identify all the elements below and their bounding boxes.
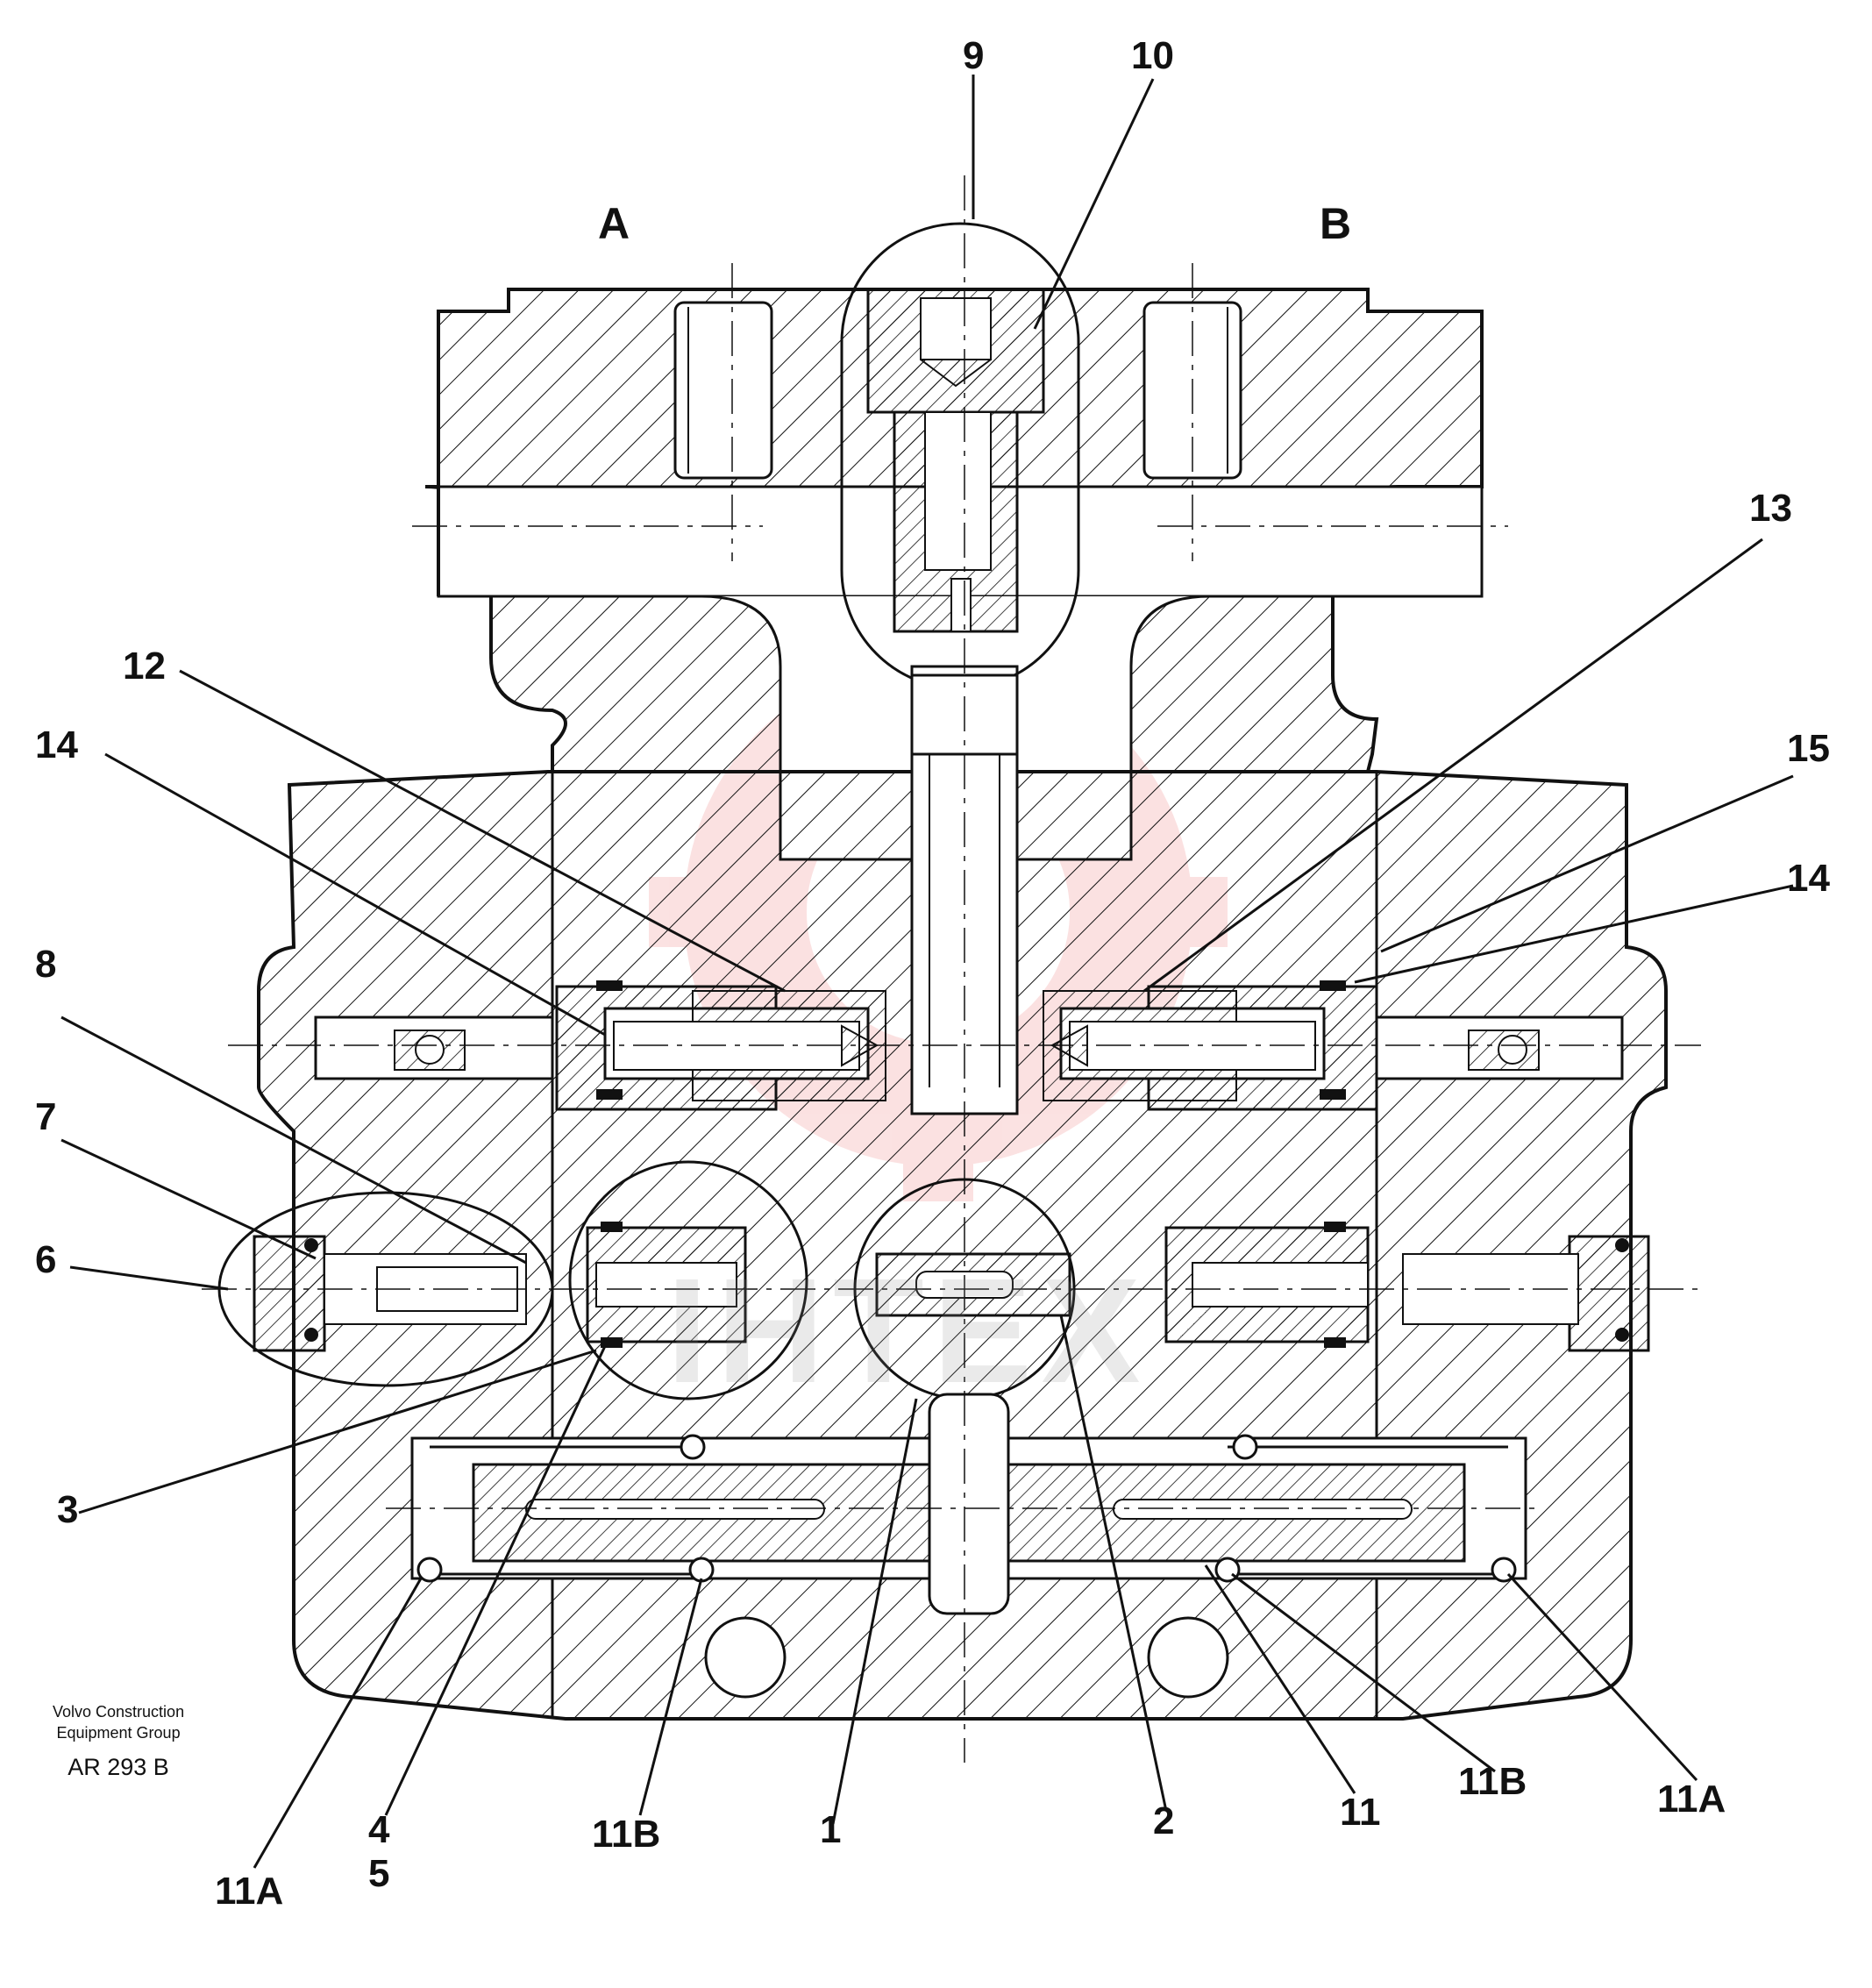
callout-9: 9 [963, 34, 985, 77]
leader-lines [61, 75, 1794, 1869]
relief-valve-row [202, 1160, 1701, 1400]
callout-11A-right: 11A [1657, 1778, 1726, 1821]
callout-4: 4 [368, 1808, 390, 1851]
callout-11: 11 [1340, 1791, 1381, 1834]
center-lines [412, 175, 1508, 1763]
upper-spool-assembly [228, 980, 1701, 1111]
callout-11B-left: 11B [592, 1813, 661, 1856]
callout-15: 15 [1787, 727, 1830, 770]
callout-12: 12 [123, 645, 166, 688]
callout-2: 2 [1153, 1799, 1175, 1842]
drawing-code: AR 293 B [68, 1754, 169, 1780]
callout-13: 13 [1749, 487, 1792, 530]
main-spool [386, 1393, 1543, 1699]
callout-11A-left: 11A [215, 1870, 284, 1913]
callout-11B-right: 11B [1458, 1760, 1527, 1803]
callout-14-left: 14 [35, 723, 78, 766]
publisher-line-2: Equipment Group [56, 1724, 181, 1742]
callout-14-right: 14 [1787, 857, 1830, 900]
callout-7: 7 [35, 1095, 57, 1138]
pilot-check-detail [840, 222, 1080, 756]
section-label-a: A [598, 199, 630, 248]
callout-3: 3 [57, 1488, 79, 1531]
publisher-line-1: Volvo Construction [53, 1703, 185, 1721]
section-label-b: B [1320, 199, 1352, 248]
callout-8: 8 [35, 943, 57, 986]
callout-5: 5 [368, 1852, 390, 1895]
watermark-text: IHTEX [666, 1248, 1150, 1414]
publisher-block: Volvo Construction Equipment Group AR 29… [53, 1701, 184, 1781]
callout-1: 1 [820, 1808, 842, 1851]
callout-6: 6 [35, 1238, 57, 1281]
callout-10: 10 [1131, 34, 1174, 77]
